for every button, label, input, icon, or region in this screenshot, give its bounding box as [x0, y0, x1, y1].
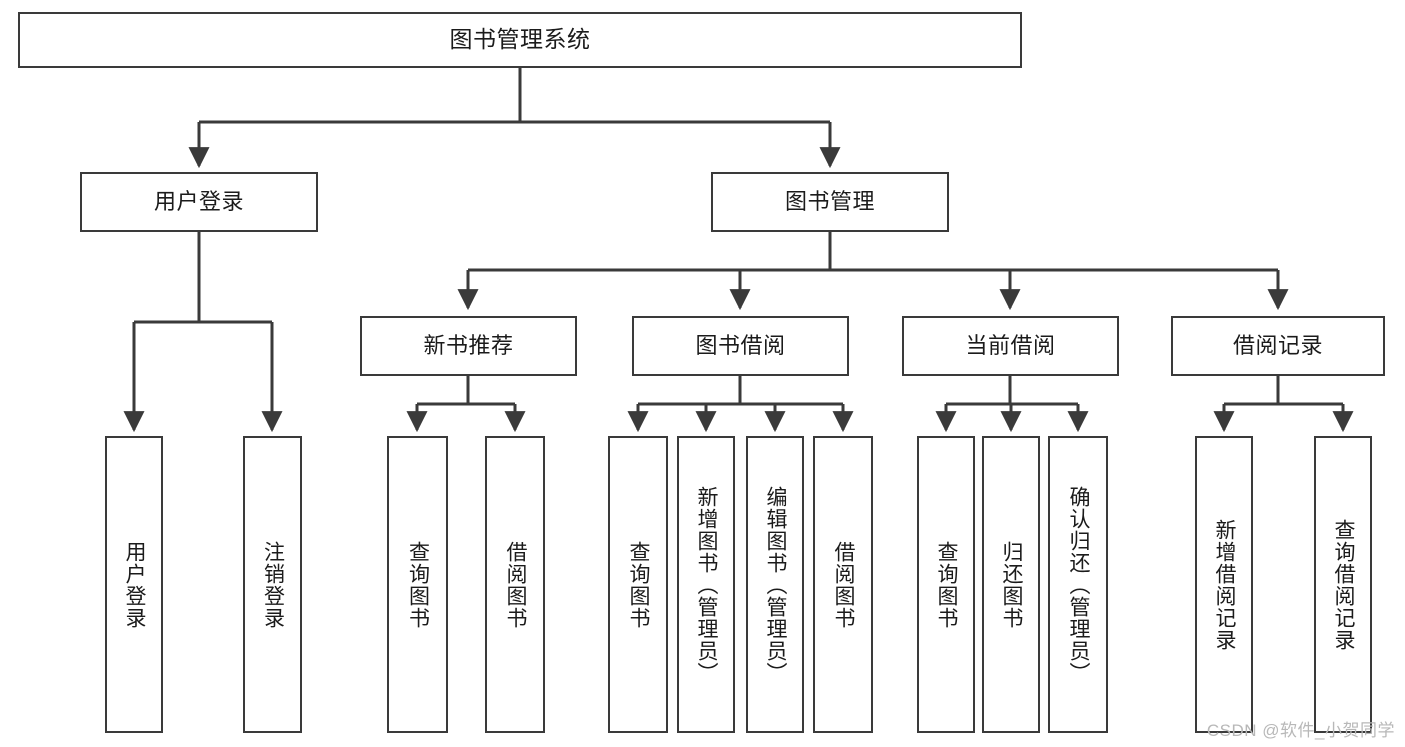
node-label: 用户登录 [123, 540, 147, 629]
node-label: 注销登录 [261, 540, 285, 629]
node-label: 查询图书 [935, 540, 959, 629]
node-leaf-add-record[interactable]: 新增借阅记录 [1195, 436, 1253, 733]
node-leaf-return-book[interactable]: 归还图书 [982, 436, 1040, 733]
node-book-manage[interactable]: 图书管理 [711, 172, 949, 232]
node-root-system[interactable]: 图书管理系统 [18, 12, 1022, 68]
node-label: 归还图书 [1000, 540, 1024, 629]
node-label: 查询图书 [406, 540, 430, 629]
node-borrow-record[interactable]: 借阅记录 [1171, 316, 1385, 376]
node-user-login[interactable]: 用户登录 [80, 172, 318, 232]
node-leaf-query-book-2[interactable]: 查询图书 [608, 436, 668, 733]
node-leaf-confirm-return[interactable]: 确认归还（管理员） [1048, 436, 1108, 733]
node-leaf-add-book[interactable]: 新增图书（管理员） [677, 436, 735, 733]
node-label: 借阅记录 [1232, 333, 1323, 359]
node-label: 图书借阅 [695, 333, 786, 359]
watermark-text: CSDN @软件_小贺同学 [1206, 721, 1395, 740]
node-label: 查询借阅记录 [1332, 518, 1356, 651]
node-label: 编辑图书（管理员） [764, 485, 788, 684]
node-label: 新增借阅记录 [1213, 518, 1237, 651]
node-label: 图书管理 [784, 189, 875, 215]
node-leaf-borrow-book-1[interactable]: 借阅图书 [485, 436, 545, 733]
node-leaf-query-record[interactable]: 查询借阅记录 [1314, 436, 1372, 733]
node-label: 新增图书（管理员） [695, 485, 719, 684]
node-leaf-edit-book[interactable]: 编辑图书（管理员） [746, 436, 804, 733]
node-label: 当前借阅 [965, 333, 1056, 359]
node-book-borrow[interactable]: 图书借阅 [632, 316, 849, 376]
node-leaf-borrow-book-2[interactable]: 借阅图书 [813, 436, 873, 733]
node-label: 借阅图书 [504, 540, 528, 629]
node-label: 用户登录 [153, 189, 244, 215]
node-leaf-logout[interactable]: 注销登录 [243, 436, 302, 733]
node-new-book-recommend[interactable]: 新书推荐 [360, 316, 577, 376]
node-leaf-query-book-1[interactable]: 查询图书 [387, 436, 448, 733]
node-label: 查询图书 [627, 540, 651, 629]
node-label: 确认归还（管理员） [1067, 485, 1091, 684]
node-label: 借阅图书 [832, 540, 856, 629]
node-current-borrow[interactable]: 当前借阅 [902, 316, 1119, 376]
node-label: 图书管理系统 [449, 26, 591, 53]
node-label: 新书推荐 [423, 333, 514, 359]
node-leaf-user-login[interactable]: 用户登录 [105, 436, 163, 733]
node-leaf-query-book-3[interactable]: 查询图书 [917, 436, 975, 733]
